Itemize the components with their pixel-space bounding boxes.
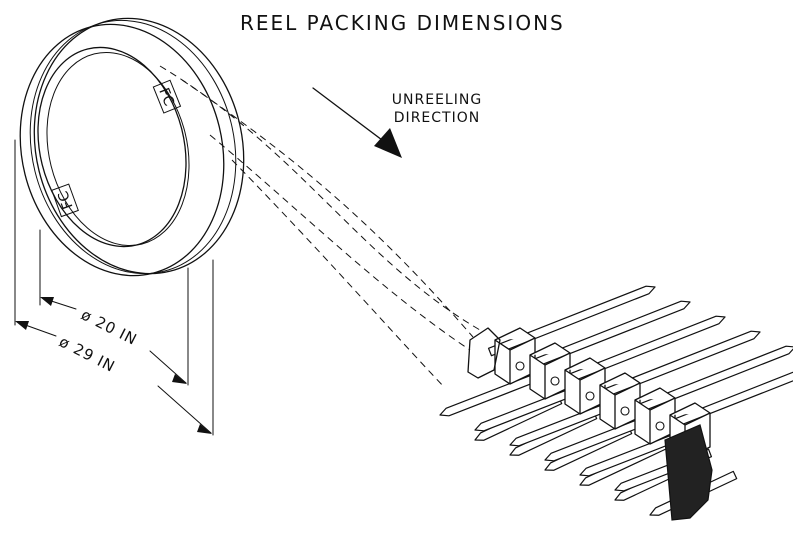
reel-mark-top: FC (152, 79, 182, 114)
extension-lines (14, 139, 214, 436)
reel-to-strip-leaders (159, 65, 481, 389)
outer-diameter-dimension (15, 321, 212, 434)
connector-strip (439, 285, 793, 516)
housing-block-2 (529, 342, 571, 400)
reel-hub-inner (37, 46, 187, 248)
reel (19, 17, 245, 277)
housing-block-4 (599, 372, 641, 430)
reel-outer-face (19, 23, 225, 277)
housing-hole-2 (550, 376, 560, 386)
housing-hole-1 (515, 361, 525, 371)
housing-hole-5 (655, 421, 665, 431)
pin-upper-1 (487, 285, 656, 357)
reel-rear-rim (33, 17, 245, 275)
housing-block-1 (494, 327, 536, 385)
diagram-title: REEL PACKING DIMENSIONS (240, 11, 565, 35)
svg-text:FC: FC (55, 189, 76, 211)
reel-rim-edge (29, 19, 237, 275)
strip-cut-end (664, 424, 713, 521)
housing-block-3 (564, 357, 606, 415)
outer-diameter-label: ø 29 IN (56, 333, 118, 376)
housing-block-5 (634, 387, 676, 445)
housing-hole-4 (620, 406, 630, 416)
housing-hole-3 (585, 391, 595, 401)
inner-diameter-label: ø 20 IN (78, 306, 140, 349)
reel-mark-side: FC (51, 183, 79, 218)
unreeling-label-line2: DIRECTION (394, 110, 480, 126)
reel-hub-depth (46, 51, 190, 247)
svg-text:FC: FC (155, 86, 177, 109)
inner-diameter-dimension (40, 297, 187, 384)
unreeling-arrow (312, 87, 402, 158)
unreeling-label-line1: UNREELING (392, 92, 482, 108)
strip-start-end (467, 327, 501, 379)
